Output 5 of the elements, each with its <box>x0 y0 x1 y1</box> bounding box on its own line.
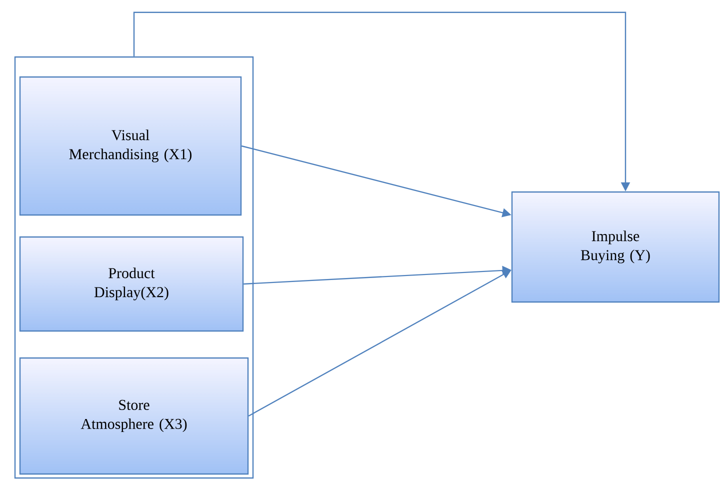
group-frame <box>14 56 254 479</box>
variable-box: Product Display(X2) <box>19 236 244 332</box>
variable-box: Impulse Buying (Y) <box>511 191 720 303</box>
variable-box: Visual Merchandising (X1) <box>19 76 242 216</box>
variable-box: Store Atmosphere (X3) <box>19 357 249 475</box>
